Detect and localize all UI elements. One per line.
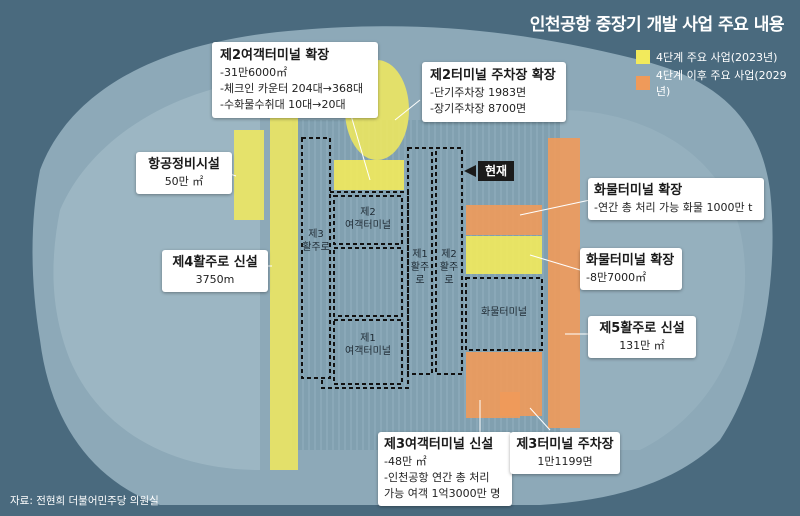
callout-line: -수화물수취대 10대→20대: [220, 98, 346, 111]
label-text: 제2 활주로: [439, 249, 459, 286]
label-runway1: 제1 활주로: [408, 248, 432, 287]
label-text: 제3 활주로: [302, 229, 330, 253]
label-t1: 제1 여객터미널: [334, 332, 402, 358]
callout-t2-parking: 제2터미널 주차장 확장 -단기주차장 1983면 -장기주차장 8700면: [422, 62, 566, 122]
legend: 4단계 주요 사업(2023년) 4단계 이후 주요 사업(2029년): [636, 48, 800, 100]
callout-t3-new: 제3여객터미널 신설 -48만 ㎡ -인천공항 연간 총 처리 가능 여객 1억…: [378, 432, 512, 506]
callout-t2-expansion: 제2여객터미널 확장 -31만6000㎡ -체크인 카운터 204대→368대 …: [212, 42, 378, 118]
callout-line: 131만 ㎡: [619, 339, 665, 352]
callout-title: 항공정비시설: [148, 157, 220, 172]
runway4-area: [270, 70, 298, 470]
label-cargo-terminal: 화물터미널: [466, 306, 542, 319]
maintenance-area: [234, 130, 264, 220]
callout-line: 가능 여객 1억3000만 명: [384, 487, 501, 500]
legend-swatch-orange: [636, 76, 650, 90]
label-text: 제1 활주로: [410, 249, 430, 286]
callout-line: -인천공항 연간 총 처리: [384, 471, 490, 484]
callout-line: 50만 ㎡: [164, 175, 204, 188]
callout-line: 3750m: [195, 273, 235, 286]
callout-line: -31만6000㎡: [220, 66, 288, 79]
callout-t3-parking: 제3터미널 주차장 1만1199면: [510, 432, 620, 474]
label-text: 제1 여객터미널: [345, 333, 391, 357]
callout-title: 제3터미널 주차장: [516, 437, 614, 452]
callout-line: -48만 ㎡: [384, 455, 427, 468]
callout-line: -체크인 카운터 204대→368대: [220, 82, 364, 95]
callout-title: 제2여객터미널 확장: [220, 48, 330, 63]
cargo-expansion-2-area: [466, 236, 542, 274]
callout-runway5: 제5활주로 신설 131만 ㎡: [588, 316, 696, 358]
legend-item-post-phase4: 4단계 이후 주요 사업(2029년): [636, 69, 800, 98]
source-credit: 자료: 전현희 더불어민주당 의원실: [10, 495, 159, 507]
callout-line: 1만1199면: [537, 455, 593, 468]
legend-label: 4단계 주요 사업(2023년): [656, 51, 778, 64]
t3-area: [466, 352, 542, 418]
callout-line: -단기주차장 1983면: [430, 86, 527, 99]
label-text: 화물터미널: [481, 307, 527, 318]
label-runway2: 제2 활주로: [436, 248, 462, 287]
current-badge: 현재: [478, 161, 514, 181]
callout-maintenance: 항공정비시설 50만 ㎡: [136, 152, 232, 194]
cargo-expansion-1-area: [466, 205, 542, 235]
legend-item-phase4: 4단계 주요 사업(2023년): [636, 48, 800, 66]
callout-title: 화물터미널 확장: [586, 253, 675, 268]
callout-title: 제3여객터미널 신설: [384, 437, 494, 452]
runway5-area: [548, 138, 580, 428]
callout-line: -연간 총 처리 가능 화물 1000만 t: [594, 201, 753, 214]
callout-line: -8만7000㎡: [586, 271, 647, 284]
legend-swatch-yellow: [636, 50, 650, 64]
legend-label: 4단계 이후 주요 사업(2029년): [655, 69, 787, 98]
callout-line: -장기주차장 8700면: [430, 102, 527, 115]
current-arrow-icon: [464, 165, 476, 177]
callout-title: 제2터미널 주차장 확장: [430, 68, 556, 83]
callout-cargo-expansion-2: 화물터미널 확장 -8만7000㎡: [580, 248, 682, 290]
page-title: 인천공항 중장기 개발 사업 주요 내용: [529, 15, 785, 35]
label-text: 제2 여객터미널: [345, 207, 391, 231]
callout-title: 화물터미널 확장: [594, 183, 683, 198]
label-runway3: 제3 활주로: [302, 228, 330, 254]
label-t2: 제2 여객터미널: [334, 206, 402, 232]
callout-runway4: 제4활주로 신설 3750m: [162, 250, 268, 292]
facility-outlines: [301, 137, 543, 389]
callout-title: 제4활주로 신설: [172, 255, 258, 270]
t3-parking-area: [500, 392, 542, 416]
callout-cargo-expansion-1: 화물터미널 확장 -연간 총 처리 가능 화물 1000만 t: [588, 178, 764, 220]
callout-title: 제5활주로 신설: [599, 321, 685, 336]
